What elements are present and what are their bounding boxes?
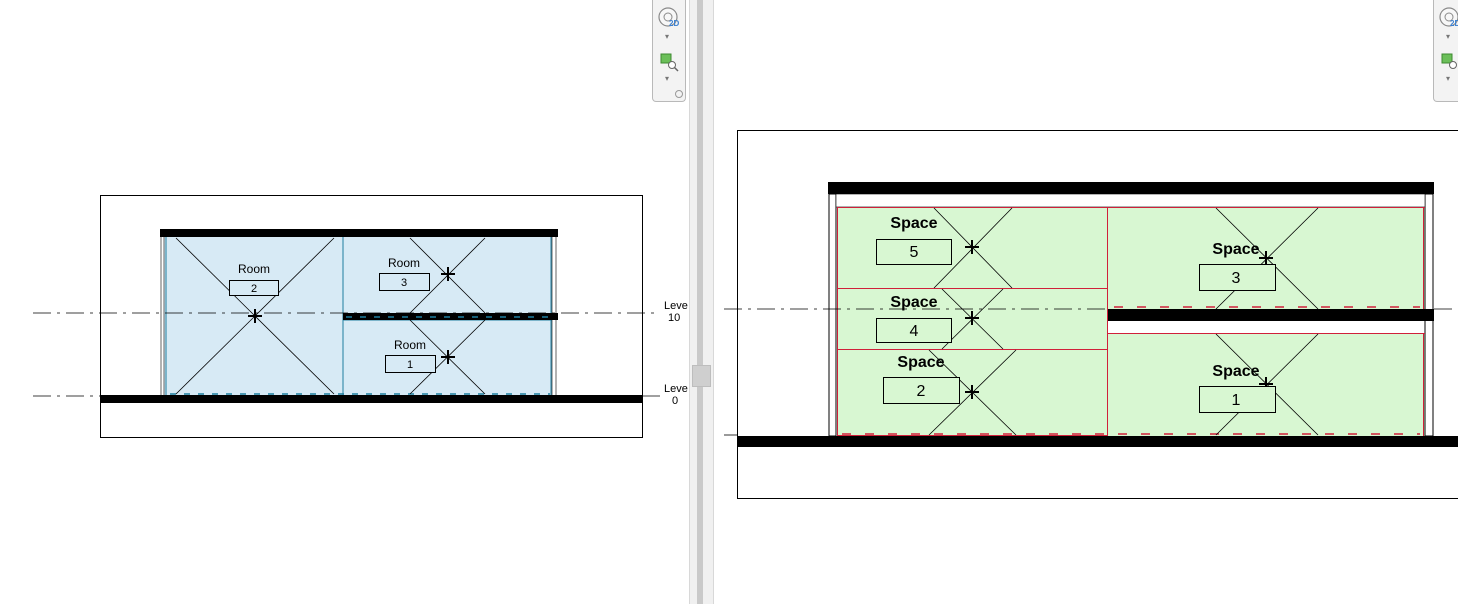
view-splitter[interactable] — [689, 0, 714, 604]
space-tag-5-label[interactable]: Space — [890, 215, 937, 232]
room-tag-2-label[interactable]: Room — [238, 262, 270, 276]
level-head-0-name[interactable]: Leve — [664, 383, 688, 395]
navigation-bar[interactable]: 2D ▾ ▾ — [1433, 0, 1458, 102]
space-tag-3-label[interactable]: Space — [1212, 241, 1259, 258]
navbar-options-icon[interactable] — [675, 90, 683, 98]
crop-region-boundary[interactable] — [100, 195, 643, 438]
space-tag-4-label[interactable]: Space — [890, 294, 937, 311]
chevron-down-icon[interactable]: ▾ — [665, 74, 670, 83]
floor-slab-level-10[interactable] — [1108, 309, 1434, 321]
level-head-0-elevation: 0 — [672, 395, 678, 407]
room-section-drawing: Room 2 Room 3 Room 1 Leve 10 Leve 0 — [33, 195, 688, 438]
steering-wheel-2d-label: 2D — [1450, 19, 1458, 28]
space-tag-1-number[interactable]: 1 — [1232, 392, 1241, 409]
zoom-region-icon[interactable] — [1438, 50, 1458, 74]
room-tag-1-label[interactable]: Room — [394, 338, 426, 352]
navigation-bar[interactable]: 2D ▾ ▾ — [652, 0, 686, 102]
room-tag-1-number[interactable]: 1 — [407, 359, 413, 371]
space-tag-3-number[interactable]: 3 — [1232, 270, 1241, 287]
space-tag-2-label[interactable]: Space — [897, 354, 944, 371]
floor-slab-level-0[interactable] — [738, 436, 1458, 447]
space-section-drawing: Space 5 Space 4 Space 2 Space 3 Space 1 — [724, 130, 1458, 499]
zoom-region-icon[interactable] — [657, 50, 681, 74]
level-head-10-name[interactable]: Leve — [664, 300, 688, 312]
space-tag-2-number[interactable]: 2 — [917, 383, 926, 400]
chevron-down-icon[interactable]: ▾ — [1446, 32, 1451, 41]
room-tag-3-label[interactable]: Room — [388, 256, 420, 270]
steering-wheel-2d-icon[interactable]: 2D — [657, 6, 681, 30]
room-tag-2-number[interactable]: 2 — [251, 283, 257, 295]
steering-wheel-2d-icon[interactable]: 2D — [1438, 6, 1458, 30]
left-view-rooms[interactable]: Room 2 Room 3 Room 1 Leve 10 Leve 0 2D ▾… — [0, 0, 689, 604]
splitter-track — [697, 0, 703, 604]
chevron-down-icon[interactable]: ▾ — [1446, 74, 1451, 83]
space-tag-1-label[interactable]: Space — [1212, 363, 1259, 380]
steering-wheel-2d-label: 2D — [669, 19, 680, 28]
roof-slab[interactable] — [160, 229, 558, 237]
floor-slab-level-10[interactable] — [343, 313, 558, 320]
level-head-10-elevation: 10 — [668, 312, 680, 324]
chevron-down-icon[interactable]: ▾ — [665, 32, 670, 41]
floor-slab-level-0[interactable] — [101, 395, 642, 403]
room-tag-3-number[interactable]: 3 — [401, 277, 407, 289]
scrollbar-thumb[interactable] — [692, 365, 711, 387]
crop-region-boundary[interactable] — [737, 130, 1458, 499]
space-tag-4-number[interactable]: 4 — [910, 323, 919, 340]
right-view-spaces[interactable]: Space 5 Space 4 Space 2 Space 3 Space 1 … — [714, 0, 1458, 604]
roof-slab[interactable] — [828, 182, 1434, 194]
space-tag-5-number[interactable]: 5 — [910, 244, 919, 261]
